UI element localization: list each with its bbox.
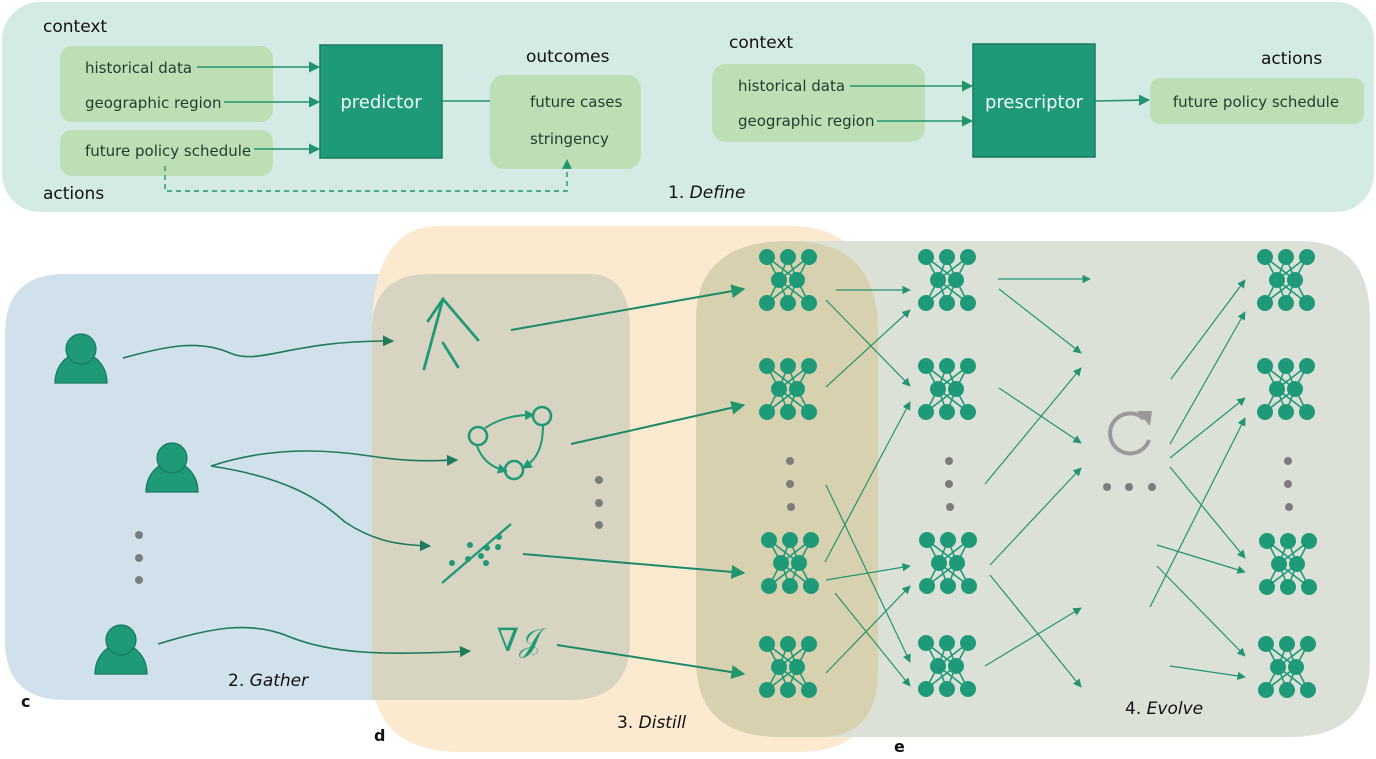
prescriptor-actions-box [1150,78,1364,124]
predictor-context-label: context [43,17,107,37]
prescriptor-context-label: context [729,33,793,53]
prescriptor-label: prescriptor [985,92,1084,113]
predictor-actions-label: actions [43,184,104,204]
outcomes-label: outcomes [526,47,610,67]
gather-more-dots [135,531,143,584]
curve-person2-to-regression [210,465,432,552]
gather-panel-letter: c [21,692,30,711]
decision-tree-icon [422,296,480,371]
evolve-more-dots [1103,483,1156,491]
predictor-context-geographic-region: geographic region [85,94,221,112]
gather-distill-overlap [372,274,630,700]
distill-more-dots [595,476,603,529]
arrow-prescriptor-to-actions [1094,94,1151,106]
predictor-label: predictor [340,92,422,113]
regression-icon [441,523,512,584]
predictor-box [319,44,443,159]
define-step-label: 1. Define [668,183,745,203]
curve-person1-to-tree [122,335,395,359]
predictor-action-future-policy-schedule: future policy schedule [85,142,251,160]
nn-column-2 [917,248,978,698]
define-panel: context historical data geographic regio… [2,2,1374,212]
prescriptor-box [972,43,1096,158]
nn-column-3 [1256,248,1318,699]
column1-to-column2-arrows [824,285,911,687]
prescriptor-context-box [712,64,925,142]
distill-evolve-overlap [696,241,878,737]
predictor-actions-box [60,130,273,176]
column2-to-crossover-arrows [984,274,1091,688]
distill-to-evolve-arrows [510,284,746,679]
dashed-arrow-policy-to-stringency [164,159,572,192]
outcomes-box [490,75,641,169]
prescriptor-action-future-policy-schedule: future policy schedule [1173,93,1339,111]
prescriptor-context-historical-data: historical data [738,77,845,95]
gather-step-label: 2. Gather [228,671,309,691]
evolve-panel-letter: e [894,737,905,756]
predictor-context-box [60,46,273,122]
prescriptor-actions-label: actions [1261,49,1322,69]
refresh-cycle-icon [1108,411,1152,456]
predictor-context-historical-data: historical data [85,59,192,77]
nn-column-1 [758,248,820,699]
crossover-to-column3-arrows [1149,279,1246,681]
distill-step-label: 3. Distill [617,713,686,733]
curve-person3-to-gradient [157,626,472,658]
distill-panel-letter: d [374,726,385,745]
evolve-step-label: 4. Evolve [1125,699,1203,719]
outcome-future-cases: future cases [530,93,622,111]
prescriptor-context-geographic-region: geographic region [738,112,874,130]
graph-icon [467,405,553,481]
outcome-stringency: stringency [530,130,609,148]
gradient-icon: ∇𝒥 [497,621,546,659]
curve-person2-to-graph [210,450,459,467]
